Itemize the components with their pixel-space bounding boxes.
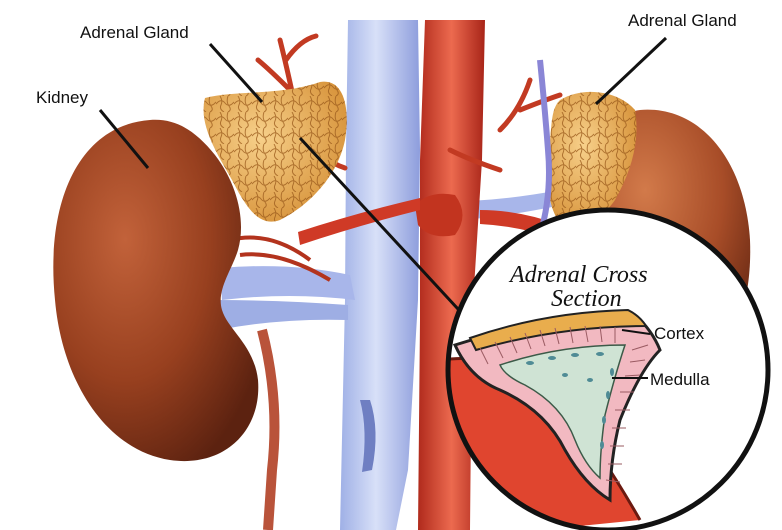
inset-title-line1: Adrenal Cross	[508, 262, 648, 288]
cross-section-inset	[440, 210, 768, 530]
label-medulla: Medulla	[650, 370, 710, 389]
label-adrenal-gland-left: Adrenal Gland	[80, 23, 189, 42]
ureter	[262, 330, 274, 530]
label-adrenal-gland-right: Adrenal Gland	[628, 11, 737, 30]
inset-title-line2: Section	[551, 286, 622, 312]
label-cortex: Cortex	[654, 324, 705, 343]
label-kidney: Kidney	[36, 88, 88, 107]
